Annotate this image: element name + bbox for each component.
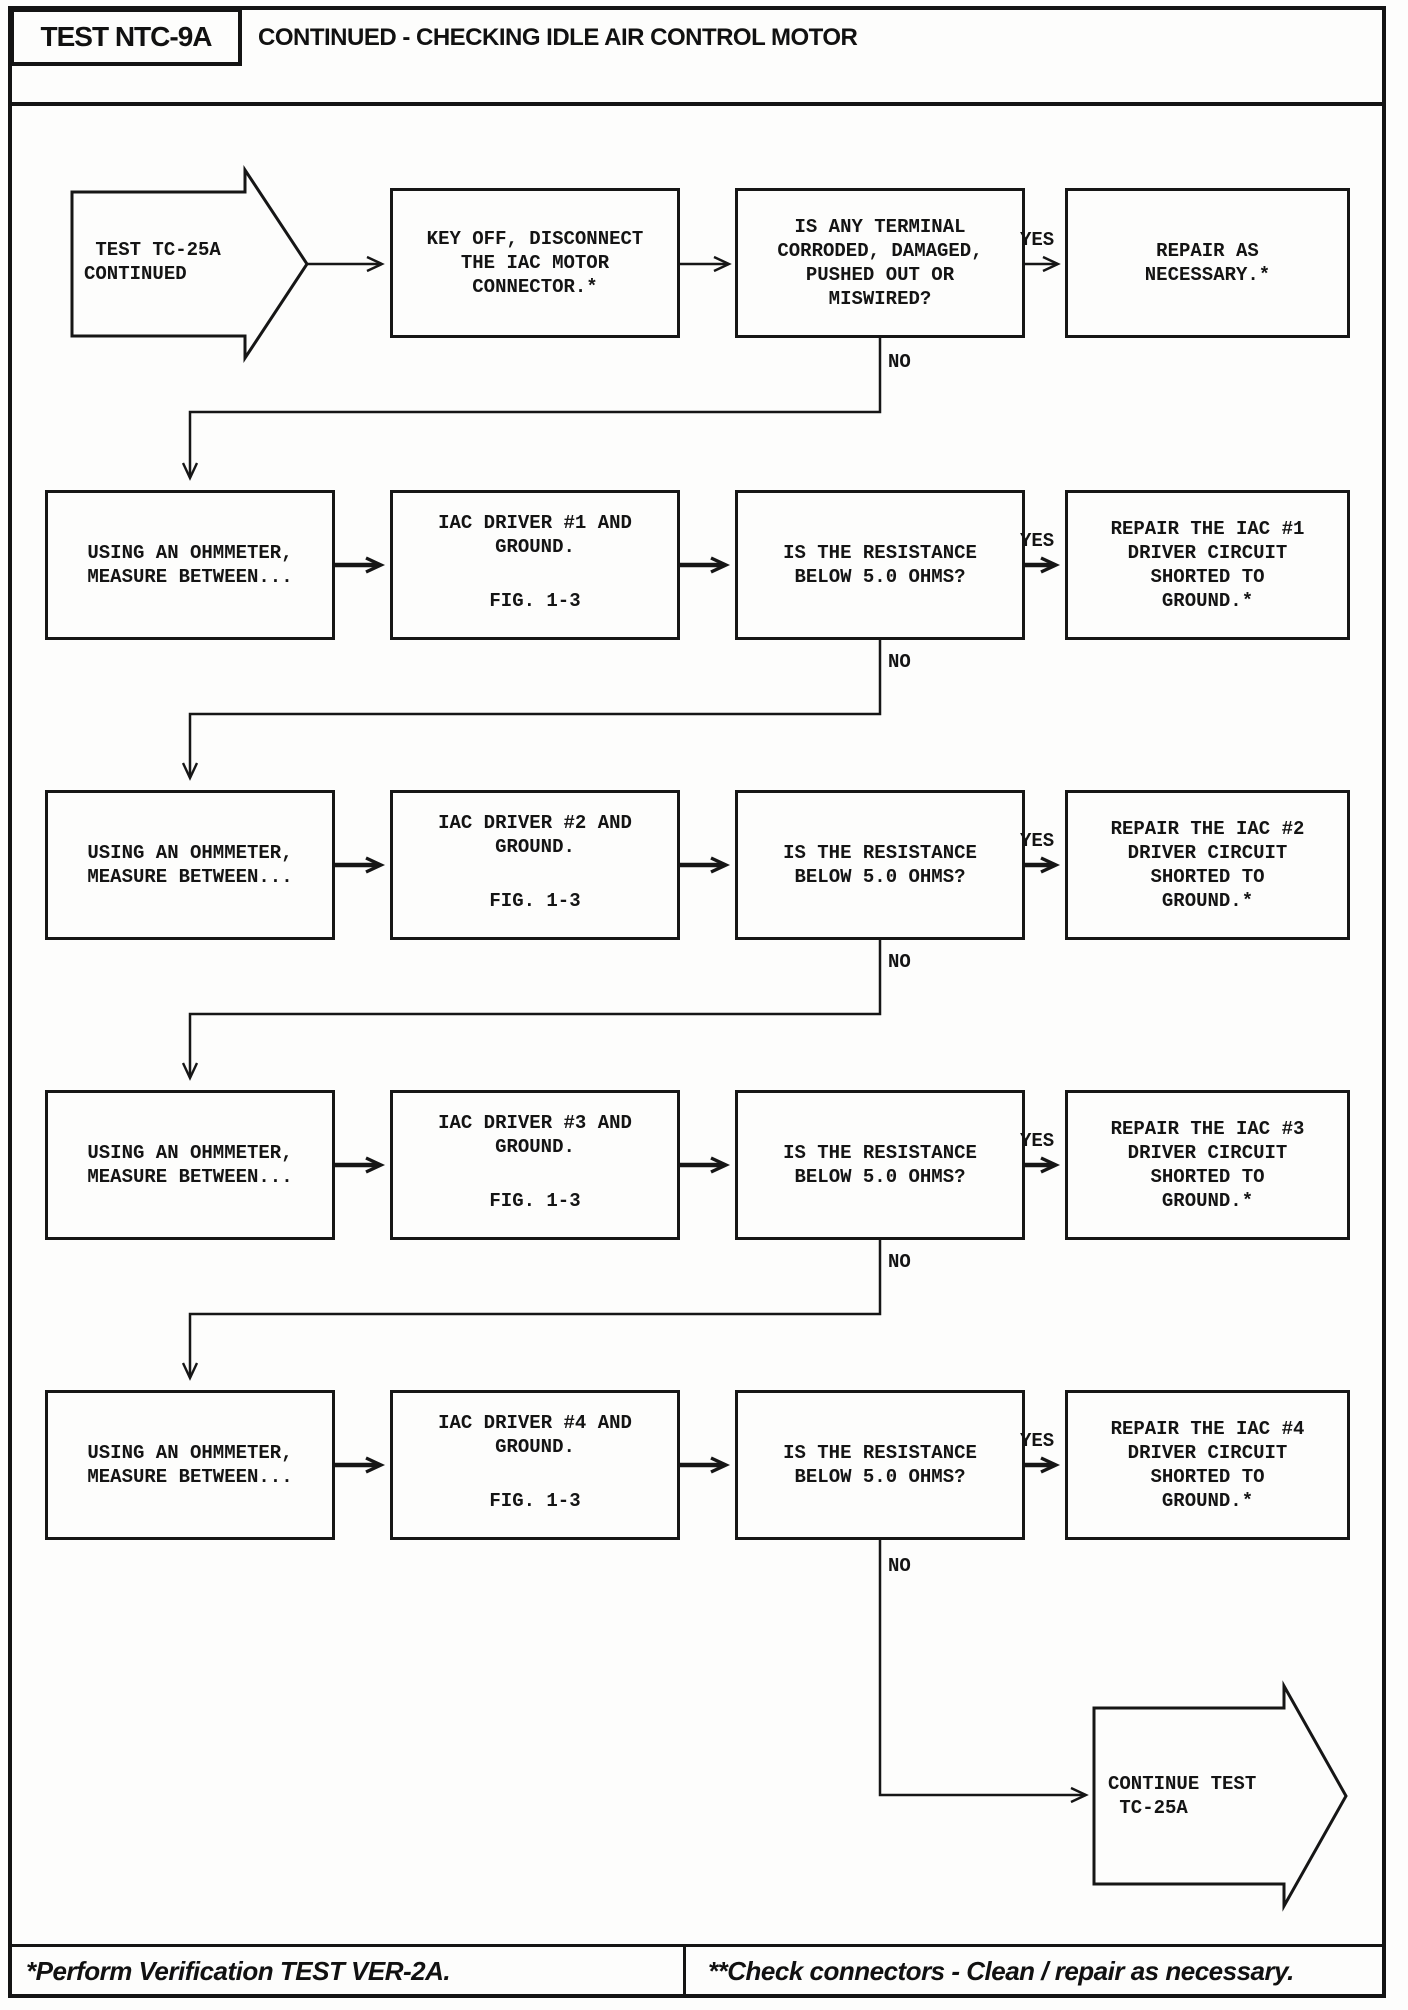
yes-label-driver-3: YES [1020,1130,1055,1152]
footer-divider-vertical [683,1944,686,1998]
resistance-question-1: IS THE RESISTANCE BELOW 5.0 OHMS? [783,542,977,588]
footer-divider-top [8,1944,1386,1947]
yes-label-driver-1: YES [1020,530,1055,552]
footer-note-left: *Perform Verification TEST VER-2A. [26,1956,451,1986]
decision-box-terminal-text: IS ANY TERMINAL CORRODED, DAMAGED, PUSHE… [777,216,983,310]
process-box-repair-driver-2: REPAIR THE IAC #2 DRIVER CIRCUIT SHORTED… [1065,790,1350,940]
no-label-driver-4: NO [888,1555,911,1577]
process-box-measure-1: USING AN OHMMETER, MEASURE BETWEEN... [45,490,335,640]
start-arrow-shape [70,165,309,363]
figure-ref-1: FIG. 1-3 [489,590,581,612]
figure-ref-4: FIG. 1-3 [489,1490,581,1512]
process-box-measure-4: USING AN OHMMETER, MEASURE BETWEEN... [45,1390,335,1540]
repair-driver-text-3: REPAIR THE IAC #3 DRIVER CIRCUIT SHORTED… [1110,1118,1305,1212]
driver-target-text-1: IAC DRIVER #1 AND GROUND. [438,512,632,558]
test-id-box: TEST NTC-9A [10,8,242,66]
resistance-question-3: IS THE RESISTANCE BELOW 5.0 OHMS? [783,1142,977,1188]
continue-arrow-shape [1092,1680,1348,1912]
driver-target-text-3: IAC DRIVER #3 AND GROUND. [438,1112,632,1158]
process-box-repair-as-necessary: REPAIR AS NECESSARY.* [1065,188,1350,338]
repair-as-necessary-text: REPAIR AS NECESSARY.* [1144,240,1271,286]
decision-box-resistance-1: IS THE RESISTANCE BELOW 5.0 OHMS? [735,490,1025,640]
connector-no-driver3 [181,1240,882,1381]
page-border [8,6,1386,1998]
repair-driver-text-4: REPAIR THE IAC #4 DRIVER CIRCUIT SHORTED… [1110,1418,1305,1512]
decision-box-resistance-2: IS THE RESISTANCE BELOW 5.0 OHMS? [735,790,1025,940]
resistance-question-2: IS THE RESISTANCE BELOW 5.0 OHMS? [783,842,977,888]
driver-target-text-2: IAC DRIVER #2 AND GROUND. [438,812,632,858]
process-box-disconnect-text: KEY OFF, DISCONNECT THE IAC MOTOR CONNEC… [426,228,644,298]
figure-ref-2: FIG. 1-3 [489,890,581,912]
measure-text-4: USING AN OHMMETER, MEASURE BETWEEN... [87,1442,293,1488]
yes-label-driver-4: YES [1020,1430,1055,1452]
header-divider [8,102,1386,106]
decision-box-terminal: IS ANY TERMINAL CORRODED, DAMAGED, PUSHE… [735,188,1025,338]
no-label-driver-2: NO [888,951,911,973]
yes-label-row1: YES [1020,229,1055,251]
process-box-driver-2: IAC DRIVER #2 AND GROUND. FIG. 1-3 [390,790,680,940]
process-box-driver-1: IAC DRIVER #1 AND GROUND. FIG. 1-3 [390,490,680,640]
start-label: TEST TC-25A CONTINUED [84,239,221,285]
connector-no-row1 [181,338,882,481]
process-box-measure-3: USING AN OHMMETER, MEASURE BETWEEN... [45,1090,335,1240]
process-box-driver-4: IAC DRIVER #4 AND GROUND. FIG. 1-3 [390,1390,680,1540]
footer-note-right: **Check connectors - Clean / repair as n… [708,1956,1294,1986]
process-box-measure-2: USING AN OHMMETER, MEASURE BETWEEN... [45,790,335,940]
measure-text-1: USING AN OHMMETER, MEASURE BETWEEN... [87,542,293,588]
process-box-disconnect: KEY OFF, DISCONNECT THE IAC MOTOR CONNEC… [390,188,680,338]
repair-driver-text-1: REPAIR THE IAC #1 DRIVER CIRCUIT SHORTED… [1110,518,1305,612]
continue-label: CONTINUE TEST TC-25A [1108,1773,1257,1819]
test-id: TEST NTC-9A [40,21,213,52]
no-label-row1: NO [888,351,911,373]
decision-box-resistance-4: IS THE RESISTANCE BELOW 5.0 OHMS? [735,1390,1025,1540]
no-label-driver-3: NO [888,1251,911,1273]
measure-text-3: USING AN OHMMETER, MEASURE BETWEEN... [87,1142,293,1188]
connector-no-to-continue [878,1540,1089,1804]
driver-target-text-4: IAC DRIVER #4 AND GROUND. [438,1412,632,1458]
connector-no-driver2 [181,940,882,1081]
process-box-driver-3: IAC DRIVER #3 AND GROUND. FIG. 1-3 [390,1090,680,1240]
repair-driver-text-2: REPAIR THE IAC #2 DRIVER CIRCUIT SHORTED… [1110,818,1305,912]
measure-text-2: USING AN OHMMETER, MEASURE BETWEEN... [87,842,293,888]
resistance-question-4: IS THE RESISTANCE BELOW 5.0 OHMS? [783,1442,977,1488]
page-title: CONTINUED - CHECKING IDLE AIR CONTROL MO… [258,24,858,51]
process-box-repair-driver-1: REPAIR THE IAC #1 DRIVER CIRCUIT SHORTED… [1065,490,1350,640]
yes-label-driver-2: YES [1020,830,1055,852]
decision-box-resistance-3: IS THE RESISTANCE BELOW 5.0 OHMS? [735,1090,1025,1240]
no-label-driver-1: NO [888,651,911,673]
process-box-repair-driver-3: REPAIR THE IAC #3 DRIVER CIRCUIT SHORTED… [1065,1090,1350,1240]
process-box-repair-driver-4: REPAIR THE IAC #4 DRIVER CIRCUIT SHORTED… [1065,1390,1350,1540]
figure-ref-3: FIG. 1-3 [489,1190,581,1212]
connector-no-driver1 [181,640,882,781]
